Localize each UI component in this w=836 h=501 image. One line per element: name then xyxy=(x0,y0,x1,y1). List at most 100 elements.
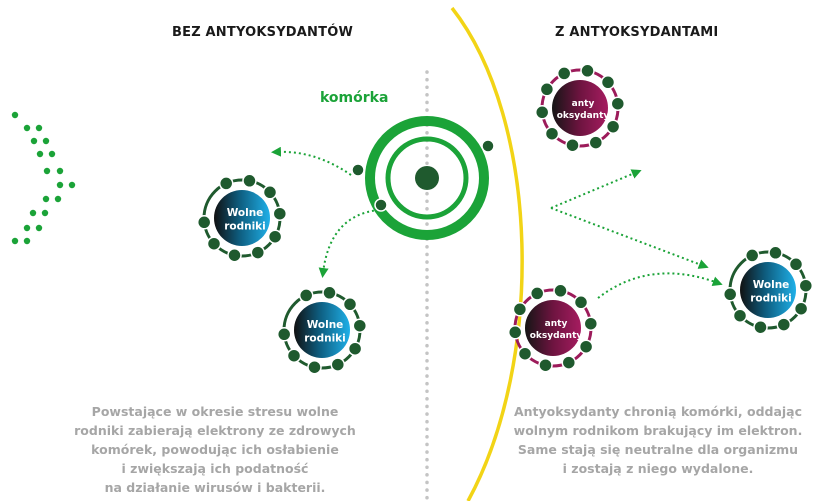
chevron-dot xyxy=(54,195,62,203)
molecule-label-line1: Wolne xyxy=(307,319,344,331)
molecule-label-line1: Wolne xyxy=(227,207,264,219)
chevron-dot xyxy=(68,181,76,189)
electron xyxy=(565,137,580,153)
electron xyxy=(580,63,595,79)
free-radical: Wolne rodniki xyxy=(276,285,368,375)
chevron-dot xyxy=(35,124,43,132)
antioxidant-core xyxy=(552,80,608,136)
arrow-down-right xyxy=(550,207,709,269)
electron xyxy=(753,319,768,335)
antioxidant: anty oksydanty xyxy=(507,283,599,373)
arrow-antioxidant-to-radical xyxy=(597,272,723,299)
electron xyxy=(732,308,748,323)
chevron-dot xyxy=(30,137,38,145)
arrow-to-radical-bottom xyxy=(318,209,380,278)
electron xyxy=(583,316,599,331)
electron xyxy=(507,325,523,340)
electron xyxy=(512,302,528,317)
chevron-dot xyxy=(56,167,64,175)
arrow-to-radical-top xyxy=(271,146,352,176)
chevron-dot xyxy=(48,150,56,158)
caption-right: Antyoksydanty chronią komórki, oddając w… xyxy=(513,404,803,476)
electron xyxy=(798,278,814,293)
electron xyxy=(744,248,760,263)
molecules: WolnerodnikiWolnerodnikiWolnerodnikianty… xyxy=(196,63,814,375)
chevron-dot xyxy=(29,209,37,217)
cell-label: komórka xyxy=(320,90,389,106)
chevron-dot xyxy=(11,111,19,119)
molecule-label-line2: rodniki xyxy=(750,293,792,305)
chevron-dot xyxy=(42,195,50,203)
chevron-dot xyxy=(11,237,19,245)
electron xyxy=(262,185,278,200)
electron xyxy=(553,283,568,299)
chevron-dot xyxy=(23,237,31,245)
cell-electron xyxy=(374,198,388,212)
electron xyxy=(610,96,626,111)
free-radical-core xyxy=(214,190,270,246)
cell-electron xyxy=(351,163,365,177)
chevron-dots-icon xyxy=(11,111,76,245)
electron xyxy=(776,317,792,332)
electron xyxy=(286,348,302,363)
molecule-label-line1: anty xyxy=(572,99,595,109)
electron xyxy=(556,66,572,81)
electron xyxy=(517,346,533,361)
chevron-dot xyxy=(23,124,31,132)
molecule-label-line2: rodniki xyxy=(304,333,346,345)
molecule-label-line2: oksydanty xyxy=(557,111,610,121)
free-radical-core xyxy=(740,262,796,318)
chevron-dot xyxy=(41,209,49,217)
electron xyxy=(793,301,809,316)
electron xyxy=(267,229,283,244)
chevron-dot xyxy=(42,137,50,145)
cell-outer-ring xyxy=(365,116,489,240)
antioxidant: anty oksydanty xyxy=(534,63,626,153)
free-radical: Wolne rodniki xyxy=(196,173,288,263)
electron xyxy=(342,297,358,312)
electron xyxy=(330,357,346,372)
electron xyxy=(544,126,560,141)
cell xyxy=(351,116,495,240)
electron xyxy=(722,287,738,302)
cell-electron xyxy=(481,139,495,153)
molecule-label-line1: anty xyxy=(545,319,568,329)
separator-curve xyxy=(450,6,524,501)
electron xyxy=(242,173,257,189)
heading-without-antioxidants: BEZ ANTYOKSYDANTÓW xyxy=(172,25,353,40)
electron xyxy=(600,75,616,90)
electron xyxy=(227,247,242,263)
electron xyxy=(529,286,545,301)
electron xyxy=(534,105,550,120)
caption-left: Powstające w okresie stresu wolne rodnik… xyxy=(74,404,356,495)
heading-with-antioxidants: Z ANTYOKSYDANTAMI xyxy=(555,25,719,40)
electron xyxy=(218,176,234,191)
electron xyxy=(196,215,212,230)
cell-nucleus xyxy=(415,166,439,190)
electron xyxy=(588,135,604,150)
cell-inner-ring xyxy=(385,136,469,220)
electron xyxy=(272,206,288,221)
electron xyxy=(276,327,292,342)
electron xyxy=(538,357,553,373)
free-radical-core xyxy=(294,302,350,358)
arrow-up-right xyxy=(550,169,642,209)
electron xyxy=(788,257,804,272)
antioxidant-core xyxy=(525,300,581,356)
chevron-dot xyxy=(35,224,43,232)
chevron-dot xyxy=(36,150,44,158)
electron xyxy=(539,82,555,97)
chevron-dot xyxy=(23,224,31,232)
electron xyxy=(307,359,322,375)
electron xyxy=(250,245,266,260)
molecule-label-line2: rodniki xyxy=(224,221,266,233)
electron xyxy=(347,341,363,356)
electron xyxy=(352,318,368,333)
molecule-label-line1: Wolne xyxy=(753,279,790,291)
electron xyxy=(561,355,577,370)
chevron-dot xyxy=(56,181,64,189)
electron xyxy=(578,339,594,354)
molecule-label-line2: oksydanty xyxy=(530,331,583,341)
chevron-dot xyxy=(43,167,51,175)
